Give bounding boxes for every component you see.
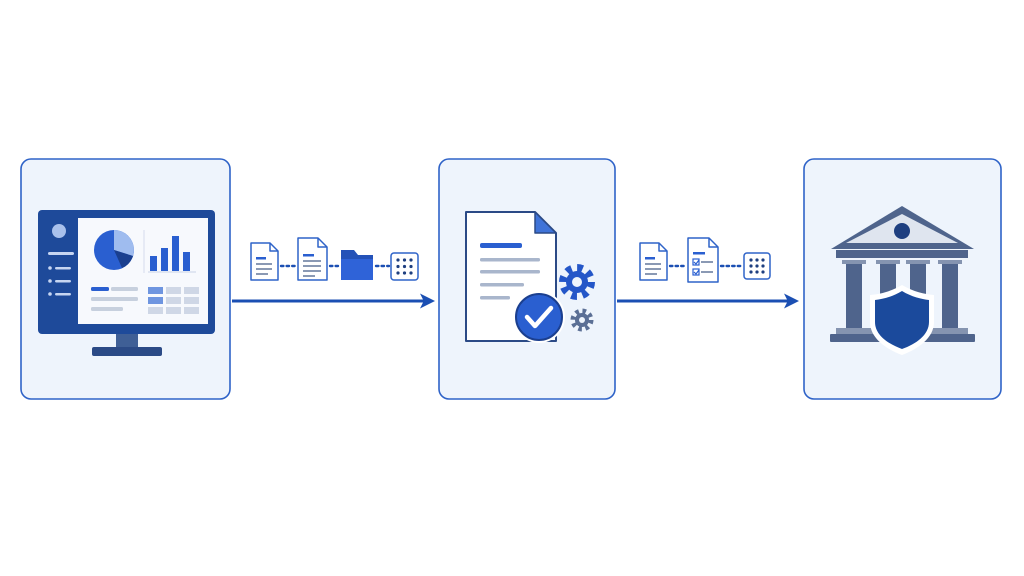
node-document-processing (438, 158, 616, 400)
document-icon (639, 242, 668, 281)
grid-icon (390, 252, 419, 281)
node-institution (803, 158, 1002, 400)
document-icon (297, 237, 328, 281)
gear-icon (559, 264, 595, 300)
document-icon (250, 242, 279, 281)
grid-icon (743, 252, 771, 280)
document-check-gears-icon (465, 211, 595, 343)
monitor-dashboard-icon (38, 210, 215, 356)
bank-shield-icon (830, 206, 975, 355)
checklist-icon (687, 237, 719, 283)
folder-icon (341, 250, 373, 280)
gear-icon (570, 308, 594, 332)
check-badge-icon (513, 291, 565, 343)
shield-icon (870, 285, 934, 355)
edge-2-tokens (639, 237, 771, 283)
node-analytics-dashboard (20, 158, 231, 400)
edge-1-tokens (250, 237, 419, 281)
